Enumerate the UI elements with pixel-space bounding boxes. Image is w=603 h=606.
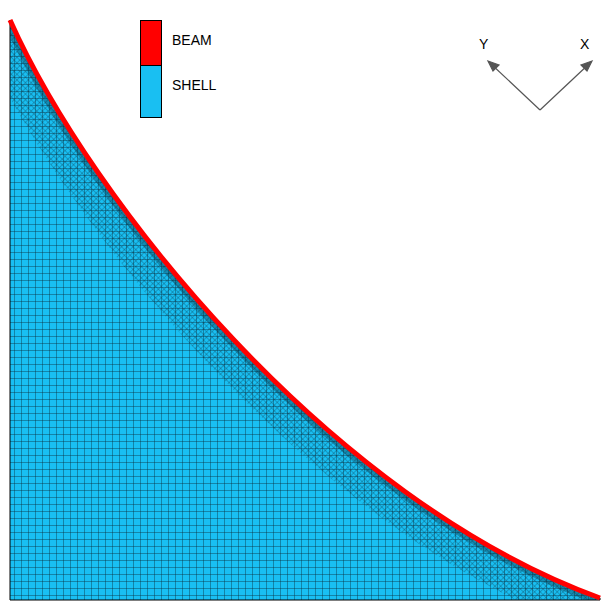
axis-label: Y (479, 36, 488, 52)
legend-swatch (140, 65, 162, 118)
axis-label: X (580, 36, 589, 52)
shell-mesh (10, 20, 600, 600)
beam-edge (10, 20, 600, 598)
legend-swatch (140, 20, 162, 66)
legend-label: SHELL (172, 77, 216, 93)
legend-label: BEAM (172, 32, 212, 48)
refined-mesh-band (10, 20, 600, 598)
axis-triad (488, 61, 592, 110)
